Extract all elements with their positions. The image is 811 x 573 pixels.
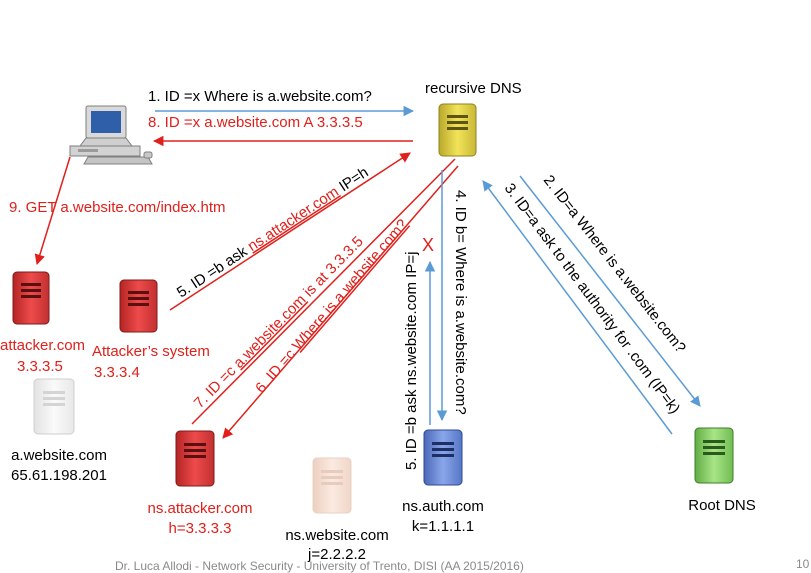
msg-8-label: 8. ID =x a.website.com A 3.3.3.5 [148,114,363,131]
ns-auth-name: ns.auth.com [402,498,484,515]
ns-auth-server-icon [423,429,463,486]
real-site-name: a.website.com [11,447,107,464]
ns-auth-ip: k=1.1.1.1 [411,518,475,535]
slide-footer: Dr. Luca Allodi - Network Security - Uni… [115,559,524,573]
real-site-ip: 65.61.198.201 [11,467,107,484]
ns-attacker-ip: h=3.3.3.3 [168,520,232,537]
attacker-system-server-icon [119,279,158,333]
arrow-7-spoof [191,158,456,425]
attacker-server-icon [12,271,50,325]
root-dns-server-icon [694,427,734,484]
real-site-server-icon [33,378,75,435]
ns-website-ip: j=2.2.2.2 [308,546,366,563]
attacker-server-ip: 3.3.3.5 [17,358,63,375]
arrow-3-reply [482,180,673,435]
arrow-6-query [222,165,459,439]
msg-9-label: 9. GET a.website.com/index.htm [9,199,226,216]
msg-5-label: 5. ID =b ask ns.website.com IP=j [403,252,420,470]
arrow-2-query [519,175,701,407]
recursive-dns-server-icon [438,103,477,157]
root-dns-label: Root DNS [688,497,756,514]
msg-4-label: 4. ID b= Where is a.website.com? [452,190,469,415]
attacker-server-name: attacker.com [0,337,86,354]
attacker-system-ip: 3.3.3.4 [94,364,140,381]
client-computer-icon [69,105,153,165]
ns-attacker-server-icon [175,430,215,487]
ns-attacker-name: ns.attacker.com [147,500,253,517]
arrow-9-get [34,156,71,266]
ns-website-server-icon [312,457,352,514]
dropped-mark: X [422,235,435,255]
msg-6-label: 6. ID =c Where is a.website.com? [252,216,411,397]
ns-website-name: ns.website.com [285,527,389,544]
msg-1-label: 1. ID =x Where is a.website.com? [148,88,372,105]
page-number: 10 [796,557,810,571]
arrow-5b-attacker [169,152,411,311]
attacker-system-name: Attacker’s system [92,343,210,360]
msg-3-label: 3. ID=a ask to the authority for .com (I… [501,180,684,417]
recursive-dns-label: recursive DNS [425,80,522,97]
